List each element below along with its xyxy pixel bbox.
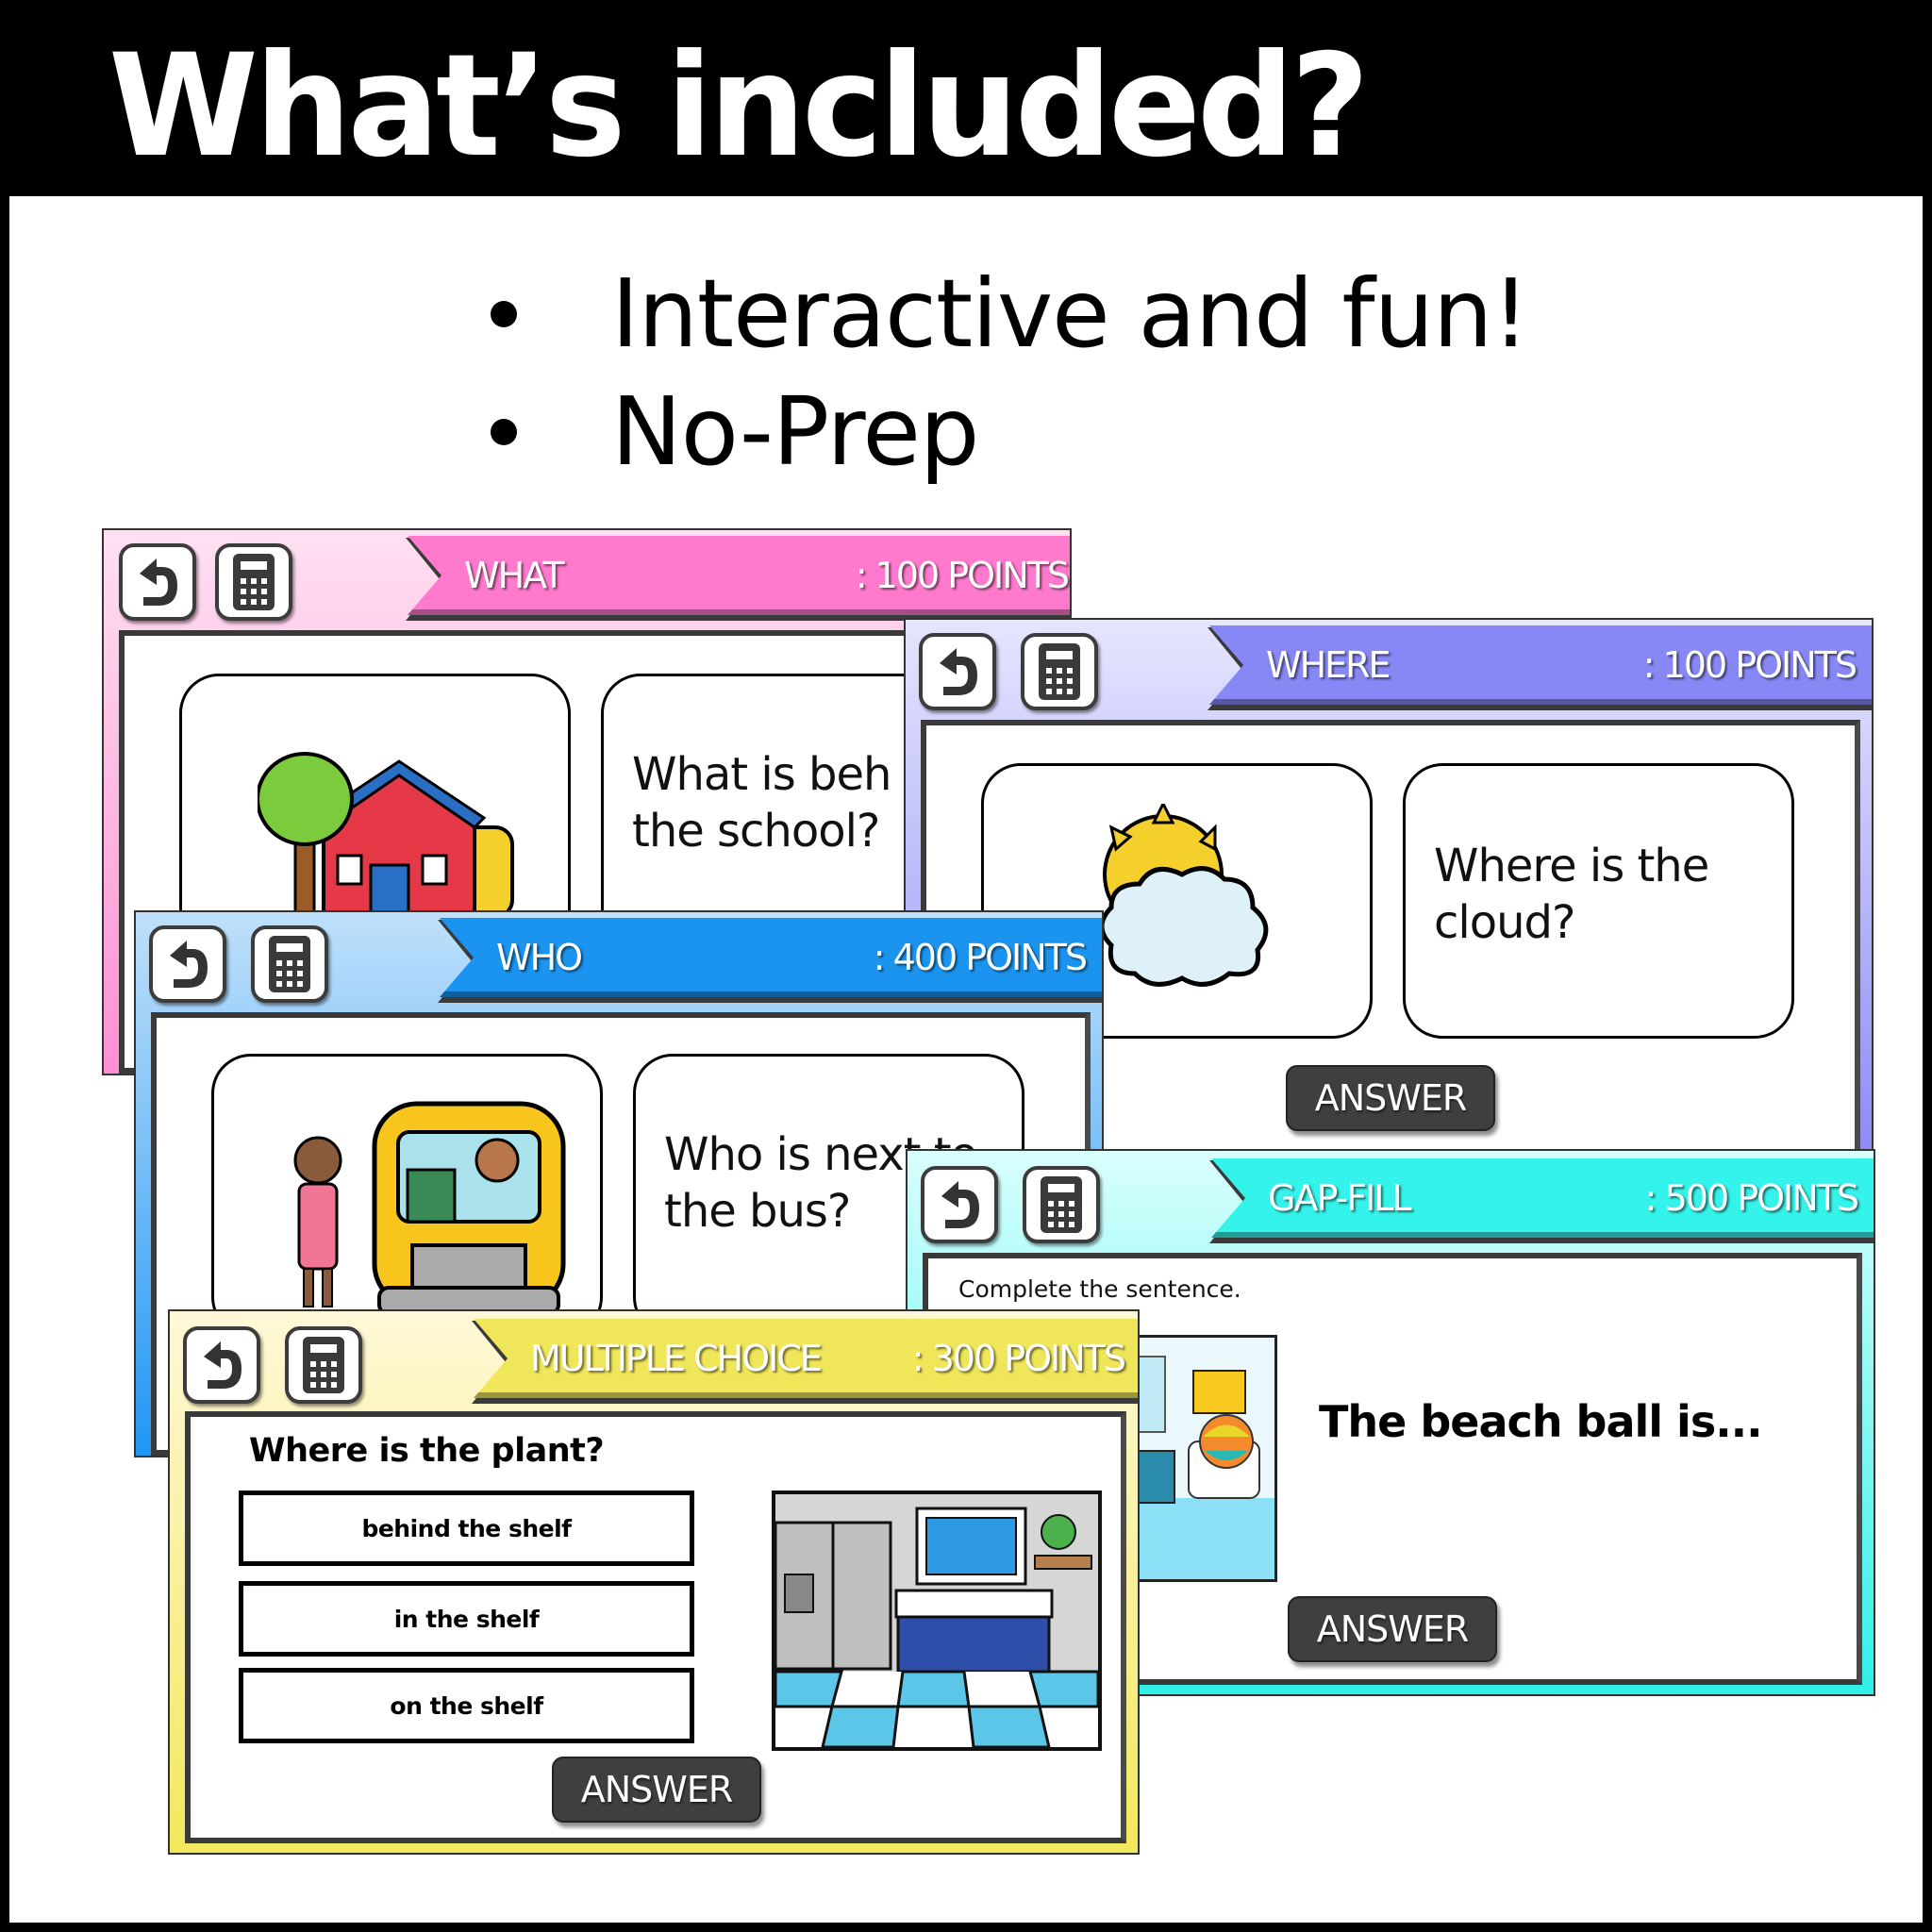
bullet-text: Interactive and fun! (611, 258, 1529, 369)
category-ribbon: WHAT : 100 POINTS (408, 536, 1070, 615)
image-card (981, 763, 1373, 1039)
bullet-item: No-Prep (481, 373, 1528, 491)
points-label: : 500 POINTS (1644, 1177, 1859, 1219)
calculator-icon (303, 1337, 344, 1393)
bullet-text: No-Prep (611, 375, 979, 487)
category-ribbon: WHO : 400 POINTS (440, 918, 1102, 997)
instruction-text: Complete the sentence. (958, 1275, 1241, 1303)
points-label: : 400 POINTS (873, 937, 1088, 978)
back-button[interactable] (919, 633, 996, 710)
calculator-icon (1041, 1176, 1082, 1233)
calculator-icon (269, 936, 310, 992)
calculator-button[interactable] (215, 543, 292, 621)
category-ribbon: MULTIPLE CHOICE : 300 POINTS (474, 1319, 1138, 1398)
points-label: : 100 POINTS (1642, 644, 1857, 686)
gap-fill-sentence: The beach ball is... (1319, 1396, 1763, 1447)
bullet-dot-icon (491, 300, 517, 327)
choice-option[interactable]: in the shelf (239, 1581, 694, 1657)
category-label: WHAT (464, 555, 564, 596)
kitchen-illustration-icon (775, 1494, 1098, 1747)
bullet-item: Interactive and fun! (481, 255, 1529, 373)
points-label: : 100 POINTS (855, 555, 1070, 596)
school-illustration-icon (258, 752, 514, 922)
calculator-button[interactable] (251, 925, 328, 1003)
answer-button[interactable]: ANSWER (1288, 1596, 1497, 1662)
answer-button[interactable]: ANSWER (1286, 1065, 1495, 1131)
question-text-line: the bus? (664, 1185, 851, 1238)
calculator-icon (1039, 643, 1080, 700)
question-text-line: cloud? (1434, 896, 1575, 949)
back-button[interactable] (183, 1326, 260, 1404)
kitchen-image (772, 1491, 1102, 1751)
choice-option[interactable]: on the shelf (239, 1668, 694, 1743)
category-ribbon: WHERE : 100 POINTS (1209, 625, 1872, 705)
question-text-line: What is beh (632, 748, 891, 801)
image-card (179, 674, 571, 957)
points-label: : 300 POINTS (911, 1338, 1126, 1379)
undo-arrow-icon (140, 558, 177, 606)
undo-arrow-icon (170, 941, 208, 988)
feature-bullets: Interactive and fun! No-Prep (481, 255, 1529, 491)
choice-option[interactable]: behind the shelf (239, 1491, 694, 1566)
bullet-dot-icon (491, 418, 517, 445)
question-text-line: Where is the (1434, 840, 1709, 892)
question-card: Where is the cloud? (1403, 763, 1794, 1039)
back-button[interactable] (149, 925, 226, 1003)
category-label: WHERE (1266, 644, 1391, 686)
slide-multiple-choice: MULTIPLE CHOICE : 300 POINTS Where is th… (168, 1309, 1140, 1855)
calculator-button[interactable] (1021, 633, 1098, 710)
back-button[interactable] (921, 1166, 998, 1243)
calculator-button[interactable] (1023, 1166, 1100, 1243)
category-ribbon: GAP-FILL : 500 POINTS (1211, 1158, 1874, 1238)
question-title: Where is the plant? (249, 1432, 605, 1470)
sun-cloud-illustration-icon (1099, 804, 1269, 987)
bus-illustration-icon (293, 1101, 566, 1316)
back-button[interactable] (119, 543, 196, 621)
category-label: WHO (496, 937, 583, 978)
category-label: GAP-FILL (1268, 1177, 1412, 1219)
image-card (211, 1054, 603, 1337)
undo-arrow-icon (940, 648, 977, 695)
page-title: What’s included? (108, 25, 1370, 189)
calculator-icon (233, 554, 275, 610)
category-label: MULTIPLE CHOICE (530, 1338, 823, 1379)
answer-button[interactable]: ANSWER (552, 1757, 761, 1823)
undo-arrow-icon (204, 1341, 242, 1389)
calculator-button[interactable] (285, 1326, 362, 1404)
question-text-line: the school? (632, 805, 880, 858)
undo-arrow-icon (941, 1181, 979, 1228)
